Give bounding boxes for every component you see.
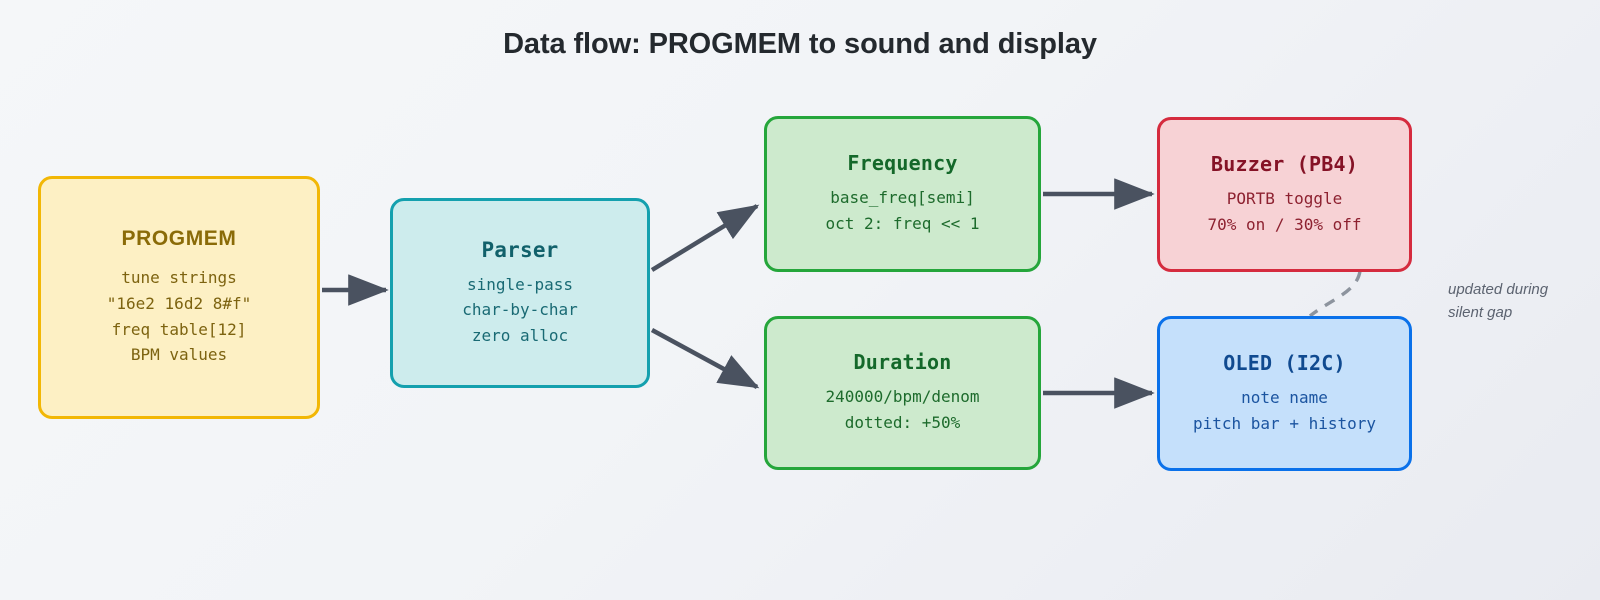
node-oled-title: OLED (I2C) — [1223, 350, 1346, 375]
node-buzzer-line-1: PORTB toggle — [1226, 188, 1343, 208]
node-oled-line-2: pitch bar + history — [1192, 413, 1377, 433]
node-frequency[interactable]: Frequency base_freq[semi] oct 2: freq <<… — [764, 116, 1041, 272]
annotation-line-2: silent gap — [1448, 304, 1513, 322]
node-parser-line-1: single-pass — [467, 274, 573, 294]
node-progmem-line-3: freq table[12] — [111, 319, 247, 339]
edge-buzzer-to-oled-dashed — [1308, 270, 1362, 318]
node-frequency-line-2: oct 2: freq << 1 — [825, 214, 980, 233]
node-progmem-line-2: "16e2 16d2 8#f" — [106, 293, 252, 313]
node-buzzer[interactable]: Buzzer (PB4) PORTB toggle 70% on / 30% o… — [1157, 117, 1412, 272]
node-buzzer-line-2: 70% on / 30% off — [1207, 214, 1362, 234]
node-progmem[interactable]: PROGMEM tune strings "16e2 16d2 8#f" fre… — [38, 176, 320, 419]
annotation-updated-during-silent-gap: updated during silent gap — [1448, 278, 1598, 325]
node-progmem-title: PROGMEM — [121, 227, 237, 251]
node-oled-line-1: note name — [1241, 387, 1328, 407]
node-parser-title: Parser — [481, 237, 559, 262]
node-oled[interactable]: OLED (I2C) note name pitch bar + history — [1157, 316, 1412, 471]
page-title: Data flow: PROGMEM to sound and display — [503, 28, 1097, 60]
node-duration-line-2: dotted: +50% — [844, 413, 961, 432]
node-parser-line-3: zero alloc — [471, 325, 569, 345]
node-progmem-line-1: tune strings — [121, 268, 237, 288]
node-parser-line-2: char-by-char — [462, 300, 578, 320]
edge-parser-to-duration — [650, 328, 760, 389]
edge-parser-to-frequency — [650, 204, 760, 272]
node-duration-title: Duration — [853, 350, 952, 375]
node-duration[interactable]: Duration 240000/bpm/denom dotted: +50% — [764, 316, 1041, 470]
node-duration-line-1: 240000/bpm/denom — [825, 387, 980, 407]
annotation-line-1: updated during — [1448, 281, 1549, 298]
node-parser[interactable]: Parser single-pass char-by-char zero all… — [390, 198, 650, 388]
node-progmem-line-4: BPM values — [130, 345, 228, 365]
node-frequency-line-1: base_freq[semi] — [830, 188, 975, 208]
node-frequency-title: Frequency — [847, 151, 958, 176]
node-buzzer-title: Buzzer (PB4) — [1211, 151, 1358, 176]
